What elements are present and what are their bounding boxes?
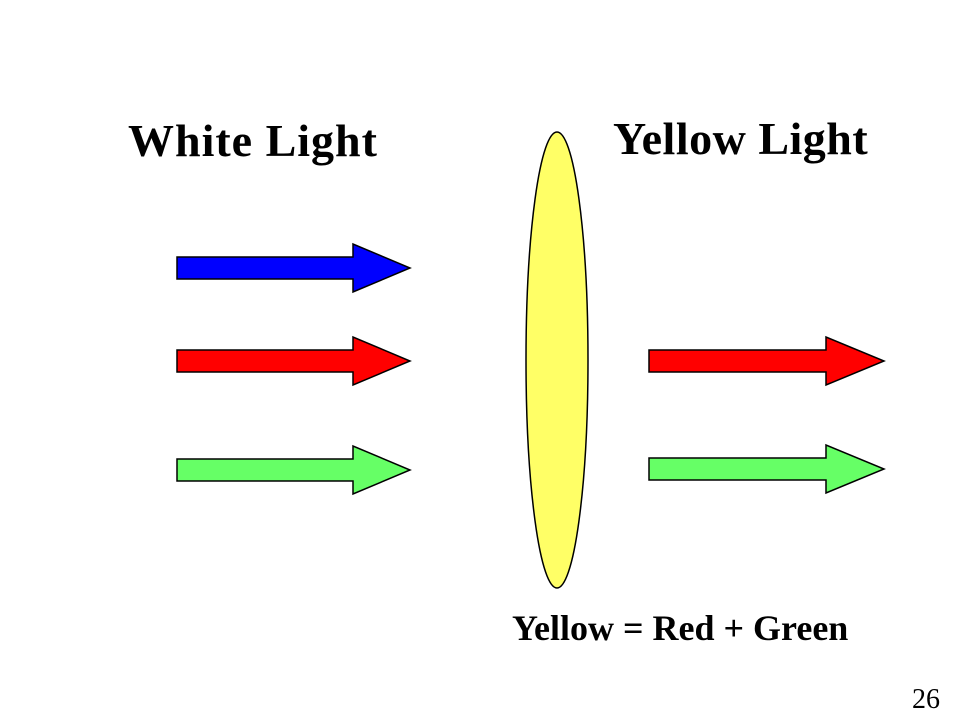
incoming-red-arrow: [176, 335, 412, 387]
slide-number: 26: [912, 684, 940, 715]
outgoing-green-arrow: [648, 443, 886, 495]
incoming-blue-arrow: [176, 242, 412, 294]
white-light-label: White Light: [128, 115, 378, 166]
yellow-light-label: Yellow Light: [613, 113, 869, 164]
color-equation: Yellow = Red + Green: [512, 608, 849, 648]
outgoing-red-arrow: [648, 335, 886, 387]
incoming-green-arrow: [176, 444, 412, 496]
yellow-filter-lens: [525, 131, 589, 589]
